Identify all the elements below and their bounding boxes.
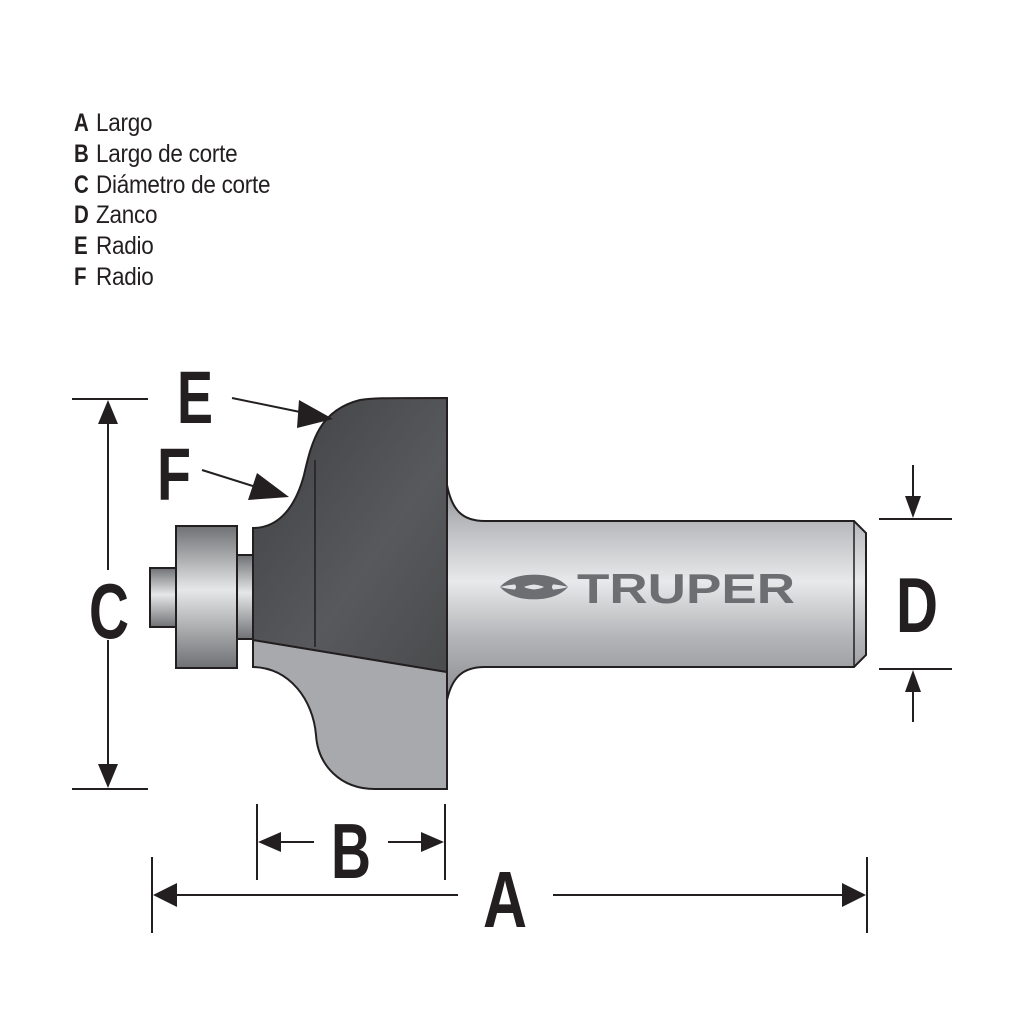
legend-label: Radio [96, 262, 154, 291]
legend-item-e: E Radio [74, 231, 290, 262]
arrow-f-icon [248, 473, 289, 500]
dimension-b: B [256, 804, 446, 895]
dimension-e-label: E [177, 356, 213, 439]
legend-letter: A [74, 109, 89, 137]
dimension-c: C [72, 398, 148, 790]
legend-letter: D [74, 201, 89, 230]
dimension-e: E [177, 356, 333, 439]
legend-label: Radio [96, 232, 154, 261]
cutter-lower-face [252, 638, 448, 790]
shank [446, 484, 867, 701]
legend-letter: C [74, 170, 89, 199]
dimension-c-label: C [89, 567, 129, 655]
bearing-pin [149, 567, 177, 628]
arrow-e-icon [297, 400, 333, 428]
legend-letter: B [74, 139, 89, 168]
legend-item-f: F Radio [74, 262, 290, 293]
cutter-upper-face [252, 396, 448, 674]
dimension-f: F [157, 433, 289, 516]
legend-letter: F [74, 262, 87, 291]
dimension-a: A [151, 855, 868, 944]
dimension-b-label: B [331, 807, 371, 895]
dimension-d: D [879, 465, 952, 722]
dimension-a-label: A [483, 855, 527, 944]
bearing [175, 525, 238, 669]
legend-letter: E [74, 232, 88, 261]
brand-name: TRUPER [577, 565, 795, 612]
legend-label: Largo [96, 109, 153, 137]
legend-label: Zanco [96, 201, 158, 230]
dimension-f-label: F [157, 433, 191, 516]
legend-label: Largo de corte [96, 139, 238, 168]
legend-label: Diámetro de corte [96, 170, 271, 199]
dimension-d-label: D [896, 561, 938, 649]
truper-logo-icon [500, 574, 568, 600]
bearing-spacer [236, 554, 254, 640]
